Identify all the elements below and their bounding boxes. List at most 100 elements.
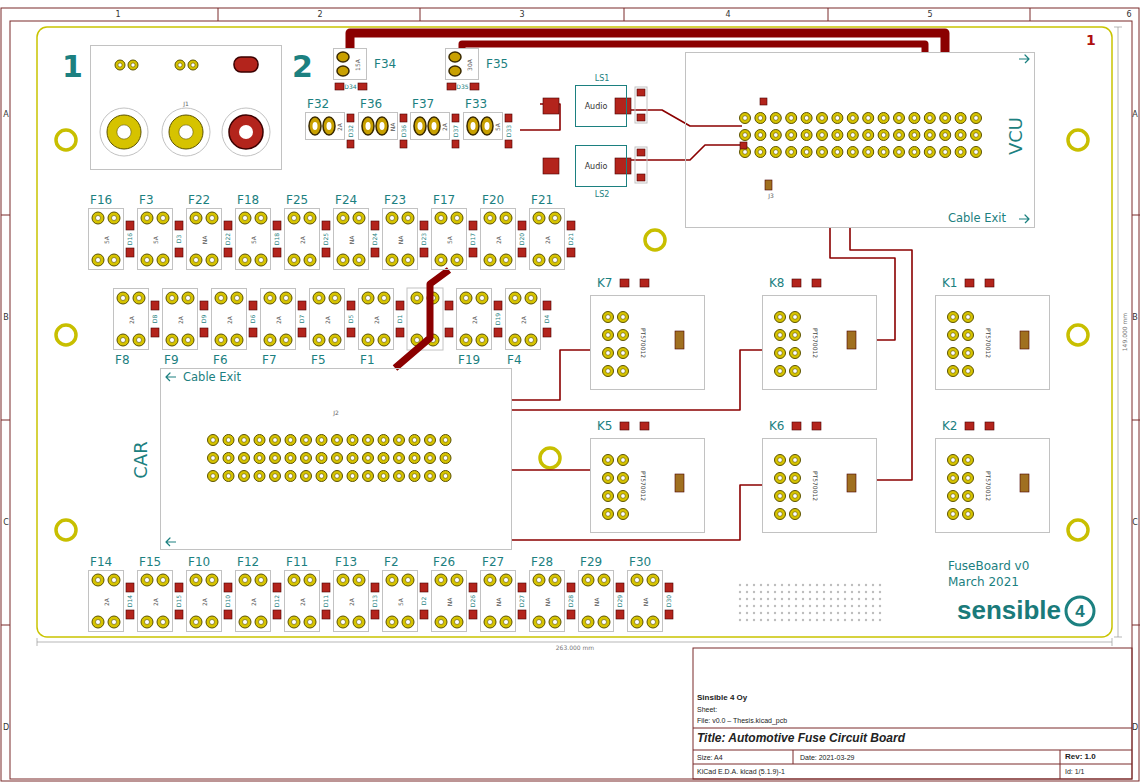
drill-hole bbox=[454, 257, 459, 262]
drill-hole bbox=[350, 474, 355, 479]
drill-hole bbox=[438, 257, 443, 262]
drill-hole bbox=[758, 133, 763, 138]
pad bbox=[603, 473, 614, 484]
diode-label: D24 bbox=[371, 233, 378, 245]
pad bbox=[647, 574, 659, 586]
pcb-graphic bbox=[844, 619, 846, 621]
drill-hole bbox=[304, 474, 309, 479]
pad bbox=[215, 334, 227, 346]
pcb-graphic bbox=[865, 584, 867, 586]
drill-hole bbox=[503, 619, 508, 624]
smd-pad bbox=[469, 221, 477, 230]
fuse-label: F8 bbox=[115, 353, 130, 367]
pad bbox=[948, 348, 959, 359]
pad bbox=[963, 491, 974, 502]
fuse-label: F10 bbox=[188, 555, 210, 569]
drill-hole bbox=[258, 577, 263, 582]
pad bbox=[847, 130, 858, 141]
terminal-outline bbox=[100, 108, 148, 156]
pad bbox=[924, 130, 935, 141]
smd-pad bbox=[640, 279, 649, 287]
drill-hole bbox=[503, 257, 508, 262]
drill-hole bbox=[412, 456, 417, 461]
fuse-footprint: F52A bbox=[309, 288, 345, 350]
pad bbox=[188, 60, 198, 70]
title-block-field: Date: 2021-03-29 bbox=[800, 754, 854, 761]
drill-hole bbox=[242, 456, 247, 461]
pcb-graphic bbox=[851, 605, 853, 607]
drill-hole bbox=[316, 337, 321, 342]
pad bbox=[362, 334, 374, 346]
pad bbox=[740, 130, 751, 141]
drill-hole bbox=[951, 333, 956, 338]
pcb-graphic bbox=[739, 605, 741, 607]
title-block-field-holder: KiCad E.D.A. kicad (5.1.9)-1 bbox=[697, 768, 785, 775]
title-block-field: Size: A4 bbox=[697, 754, 723, 761]
pcb-graphic bbox=[879, 584, 881, 586]
fuse-label-holder: F28 bbox=[531, 556, 553, 568]
drill-hole bbox=[951, 458, 956, 463]
fuse-rating: 2A bbox=[348, 598, 355, 606]
drill-hole bbox=[789, 116, 794, 121]
pad bbox=[411, 292, 423, 304]
pcb-graphic bbox=[781, 605, 783, 607]
smd-pad bbox=[126, 221, 134, 230]
grid-reference-holder: C bbox=[1132, 519, 1138, 527]
fuse-rating-holder: 5A bbox=[104, 236, 110, 244]
drill-hole bbox=[414, 337, 419, 342]
fuse-rating: NA bbox=[642, 598, 649, 607]
drill-hole bbox=[283, 295, 288, 300]
fuse-footprint: F202A bbox=[480, 208, 516, 270]
drill-hole bbox=[209, 257, 214, 262]
smd-pad bbox=[298, 301, 306, 310]
fuse-footprint: F25A bbox=[382, 570, 418, 632]
pad bbox=[549, 574, 561, 586]
pad bbox=[963, 312, 974, 323]
buzzer-label-holder: LS2 bbox=[595, 191, 610, 199]
board-number-holder: 1 bbox=[62, 52, 83, 82]
fuse-rating-holder: NA bbox=[447, 598, 453, 607]
fuse-rating: 5A bbox=[250, 236, 257, 244]
pad bbox=[790, 509, 801, 520]
pad bbox=[500, 212, 512, 224]
drill-hole bbox=[912, 116, 917, 121]
pcb-graphic bbox=[802, 591, 804, 593]
pad bbox=[394, 435, 405, 446]
drill-hole bbox=[136, 295, 141, 300]
relay-label: K2 bbox=[942, 419, 958, 433]
diode-label-holder: D15 bbox=[176, 595, 182, 607]
drill-hole bbox=[487, 215, 492, 220]
smd-pad bbox=[175, 610, 183, 619]
fuse-rating: NA bbox=[389, 123, 396, 132]
pad bbox=[206, 616, 218, 628]
smd-pad bbox=[665, 610, 673, 619]
smd-pad bbox=[151, 301, 159, 310]
diode-label-holder: D34 bbox=[344, 84, 356, 90]
pcb-graphic bbox=[753, 612, 755, 614]
drill-hole bbox=[951, 476, 956, 481]
drill-hole bbox=[428, 474, 433, 479]
pad bbox=[647, 616, 659, 628]
grid-reference: C bbox=[3, 518, 9, 527]
drill-hole bbox=[552, 577, 557, 582]
fuse-label: F7 bbox=[262, 353, 277, 367]
pcb-graphic bbox=[767, 598, 769, 600]
fuse-rating: 2A bbox=[495, 236, 502, 244]
grid-reference: C bbox=[1132, 518, 1138, 527]
pad bbox=[386, 574, 398, 586]
pcb-graphic bbox=[830, 612, 832, 614]
pcb-graphic bbox=[56, 520, 76, 540]
pad bbox=[264, 292, 276, 304]
drill-hole bbox=[307, 257, 312, 262]
drill-hole bbox=[835, 150, 840, 155]
pcb-graphic bbox=[837, 612, 839, 614]
smd-pad bbox=[371, 610, 379, 619]
drill-hole bbox=[606, 476, 611, 481]
drill-hole bbox=[258, 257, 263, 262]
fuse-rating: 5A bbox=[446, 236, 453, 244]
fuse-footprint: F112A bbox=[284, 570, 320, 632]
pad bbox=[402, 254, 414, 266]
pad bbox=[301, 453, 312, 464]
pad bbox=[971, 130, 982, 141]
